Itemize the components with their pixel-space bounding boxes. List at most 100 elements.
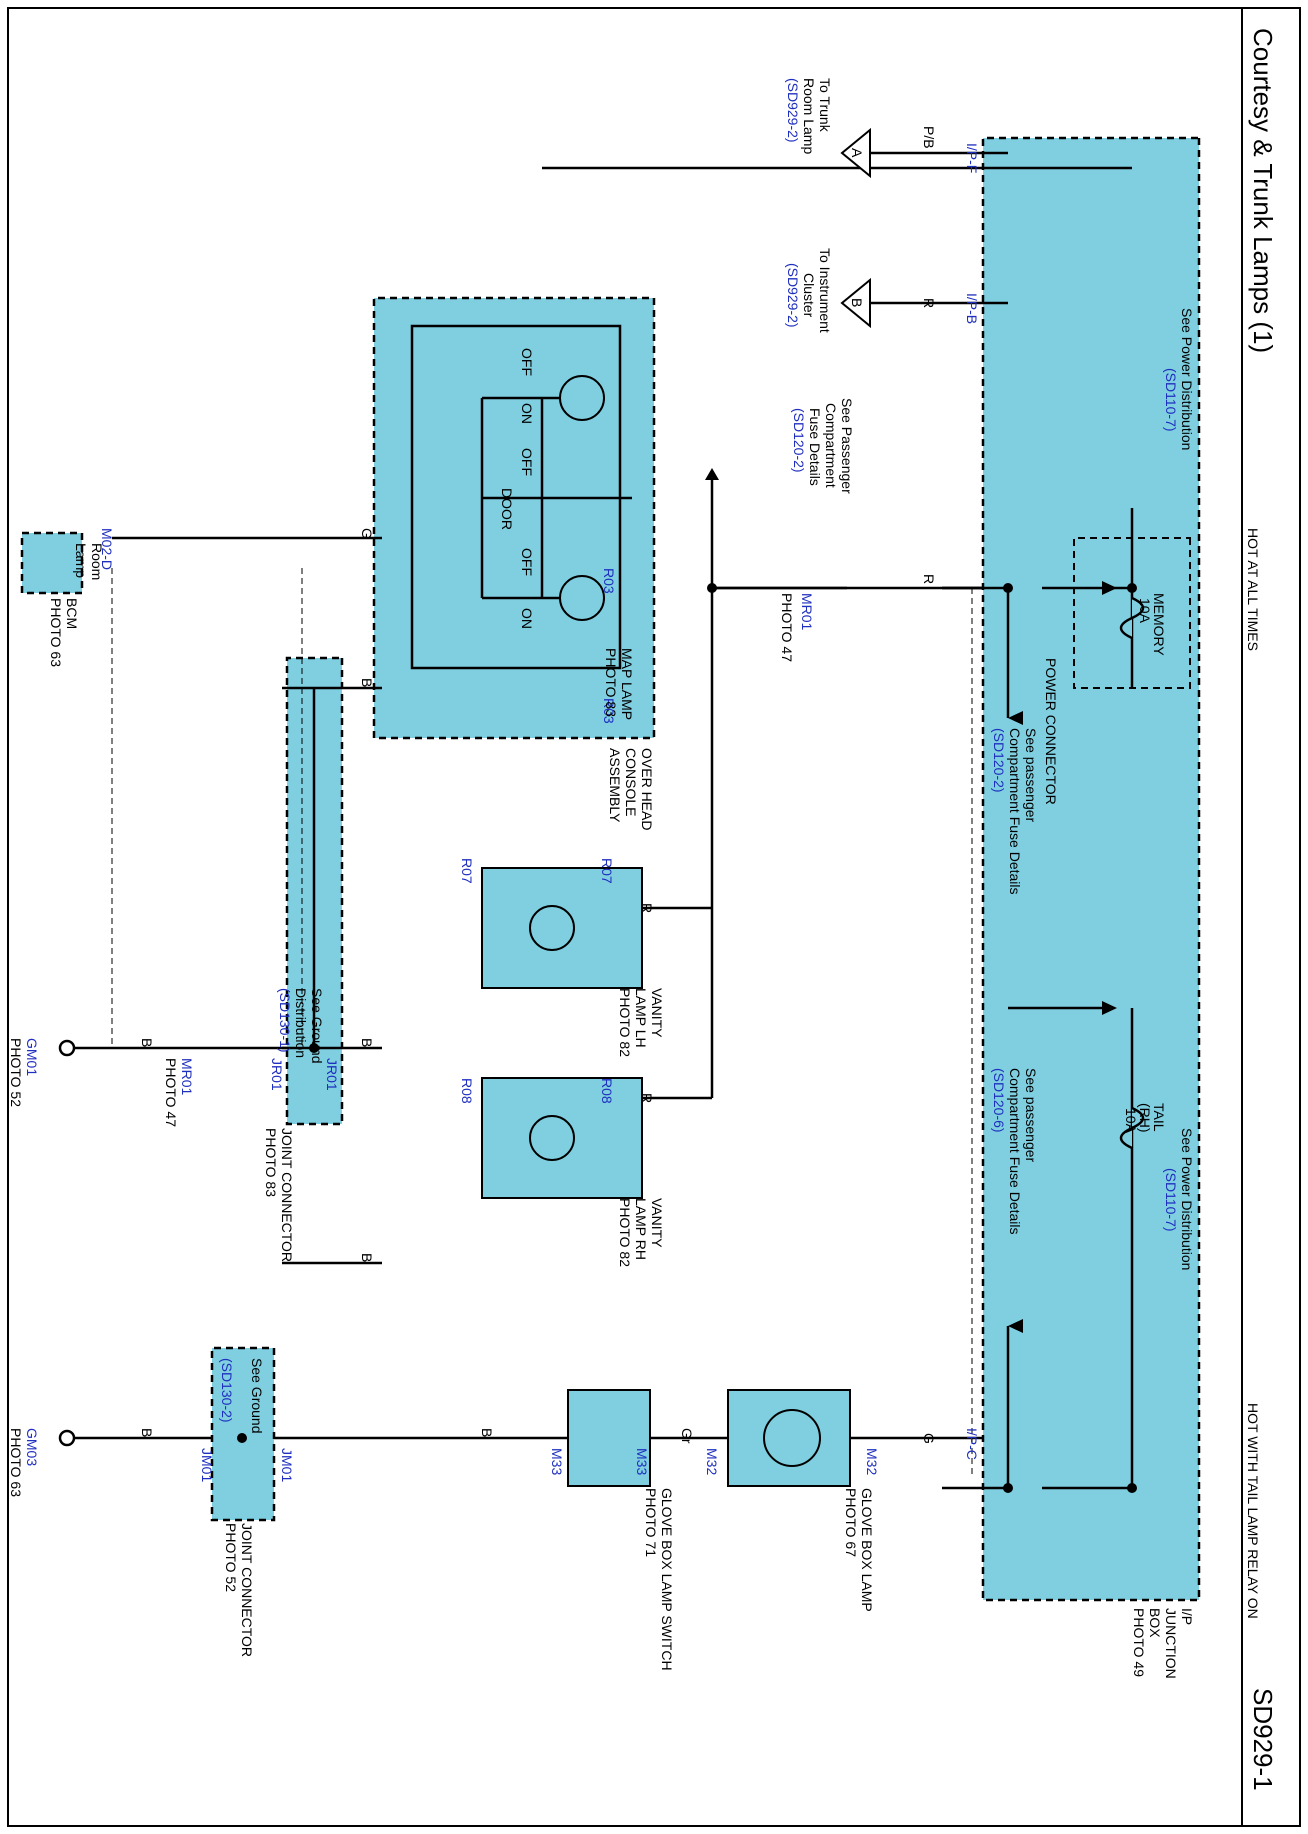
- connector-jm01-b: JM01: [199, 1448, 215, 1482]
- tail-power-arrow: [1102, 1001, 1117, 1015]
- see-passenger-comp-ref: (SD120-2): [791, 408, 807, 473]
- wire-color-g-2: G: [359, 528, 375, 539]
- to-instrument-cluster-1: To Instrument: [817, 248, 833, 333]
- ip-junction-box: [981, 136, 1201, 1602]
- splice-dot: [237, 1433, 247, 1443]
- wire-color-r-3: R: [639, 903, 655, 913]
- wire-color-g-1: G: [921, 1433, 937, 1444]
- vanity-rh-label-1: VANITY: [649, 1198, 665, 1248]
- ip-junction-photo: PHOTO 49: [1131, 1608, 1147, 1677]
- vanity-rh-photo: PHOTO 82: [617, 1198, 633, 1267]
- memory-fuse-rating: 10A: [1137, 598, 1153, 624]
- connector-r08-a: R08: [599, 1078, 615, 1104]
- ground-gm01-photo: PHOTO 52: [8, 1038, 24, 1107]
- page-code: SD929-1: [1248, 1688, 1278, 1791]
- overhead-console-label-2: CONSOLE: [623, 748, 639, 816]
- connector-b-letter: B: [849, 298, 865, 307]
- glove-box-lamp-label: GLOVE BOX LAMP: [859, 1488, 875, 1612]
- connector-ip-c: I/P-C: [964, 1428, 980, 1460]
- schematic: [20, 127, 1201, 1602]
- pass-fuse-ref-2: (SD120-6): [991, 1068, 1007, 1133]
- power-distribution-ref-2: (SD110-7): [1163, 1168, 1179, 1232]
- see-passenger-comp-1: See Passenger: [839, 398, 855, 494]
- power-distribution-ref-1: (SD110-7): [1163, 368, 1179, 432]
- see-passenger-comp-2: Compartment: [823, 403, 839, 488]
- connector-jr01-a: JR01: [324, 1058, 340, 1091]
- splice-dot: [1003, 1483, 1013, 1493]
- wire-color-r-2: R: [921, 574, 937, 584]
- memory-fuse-symbol: [1119, 596, 1145, 640]
- room-lamp-label-1: Room: [89, 543, 105, 580]
- to-instrument-cluster-2: Cluster: [801, 273, 817, 318]
- see-ground-dist-2: See Ground: [249, 1358, 265, 1434]
- glove-box-switch-label: GLOVE BOX LAMP SWITCH: [659, 1488, 675, 1671]
- hot-tail-relay-label: HOT WITH TAIL LAMP RELAY ON: [1245, 1403, 1261, 1619]
- see-power-distribution-1: See Power Distribution: [1179, 308, 1195, 450]
- ip-junction-label-2: JUNCTION: [1163, 1608, 1179, 1679]
- ground-gm01-symbol: [58, 1039, 76, 1057]
- see-pass-fuse-2b: Compartment Fuse Details: [1007, 1068, 1023, 1235]
- switch-on-3: ON: [519, 608, 535, 629]
- pass-fuse-ref-1: (SD120-2): [991, 728, 1007, 793]
- map-lamp-label: MAP LAMP: [619, 648, 635, 720]
- cluster-ref: (SD929-2): [785, 263, 801, 328]
- ip-junction-label-3: BOX: [1147, 1608, 1163, 1638]
- connector-mr01: MR01: [799, 593, 815, 631]
- trunk-ref: (SD929-2): [785, 78, 801, 143]
- vanity-lh-bulb: [529, 905, 575, 951]
- see-ground-dist-1: See Ground: [309, 988, 325, 1064]
- overhead-console-label-3: ASSEMBLY: [607, 748, 623, 823]
- page-title: Courtesy & Trunk Lamps (1): [1248, 28, 1278, 353]
- map-lamp-bulb-1: [559, 375, 605, 421]
- vanity-rh-bulb: [529, 1115, 575, 1161]
- wire-color-b-4: B: [479, 1428, 495, 1437]
- joint-connector-photo-1: PHOTO 83: [263, 1128, 279, 1197]
- bcm-label: BCM: [64, 598, 80, 629]
- connector-r07-b: R07: [459, 858, 475, 884]
- joint-connector-photo-2: PHOTO 52: [223, 1523, 239, 1592]
- connector-a-triangle: [840, 127, 871, 179]
- bcm-photo: PHOTO 63: [48, 598, 64, 667]
- connector-a-letter: A: [849, 148, 865, 158]
- wire-color-b-5: B: [139, 1428, 155, 1437]
- switch-on-1: ON: [519, 403, 535, 424]
- ground-gm03-photo: PHOTO 63: [8, 1428, 24, 1497]
- glove-box-lamp-bulb: [763, 1409, 821, 1467]
- switch-door: DOOR: [499, 488, 515, 530]
- switch-off-2: OFF: [519, 448, 535, 476]
- splice-dot: [1003, 583, 1013, 593]
- connector-jr01-b: JR01: [269, 1058, 285, 1091]
- connector-mr01-b: MR01: [179, 1058, 195, 1096]
- tail-fuse-symbol: [1119, 1106, 1145, 1150]
- connector-m32-b: M32: [704, 1448, 720, 1475]
- connector-r07-a: R07: [599, 858, 615, 884]
- ground-gm03: GM03: [24, 1428, 40, 1466]
- ground-ref-1: (SD130-1): [277, 988, 293, 1053]
- wire-color-b-6: B: [139, 1038, 155, 1047]
- ground-gm01: GM01: [24, 1038, 40, 1076]
- bcm-room-lamp: [20, 531, 84, 595]
- wire-color-b-3: B: [359, 1253, 375, 1262]
- memory-power-arrow: [1102, 581, 1117, 595]
- joint-connector-label-1: JOINT CONNECTOR: [279, 1128, 295, 1262]
- see-pass-fuse-1b: Compartment Fuse Details: [1007, 728, 1023, 895]
- wire-color-r-1: R: [921, 298, 937, 308]
- connector-jm01-a: JM01: [279, 1448, 295, 1482]
- connector-r03-b: R03: [601, 698, 617, 724]
- vanity-rh-label-2: LAMP RH: [633, 1198, 649, 1260]
- see-ground-dist-1b: Distribution: [293, 988, 309, 1058]
- splice-dot: [1127, 583, 1137, 593]
- photo-47-a: PHOTO 47: [779, 593, 795, 662]
- connector-m33-a: M33: [634, 1448, 650, 1475]
- connector-r03-a: R03: [601, 568, 617, 594]
- splice-dot: [1127, 1483, 1137, 1493]
- wire-color-gr: Gr: [679, 1428, 695, 1444]
- to-trunk-room-lamp-1: To Trunk: [817, 78, 833, 133]
- glove-box-lamp-photo: PHOTO 67: [843, 1488, 859, 1557]
- connector-b-triangle: [840, 277, 871, 329]
- see-passenger-comp-3: Fuse Details: [807, 408, 823, 486]
- to-trunk-room-lamp-2: Room Lamp: [801, 78, 817, 154]
- wire-color-b-2: B: [359, 1038, 375, 1047]
